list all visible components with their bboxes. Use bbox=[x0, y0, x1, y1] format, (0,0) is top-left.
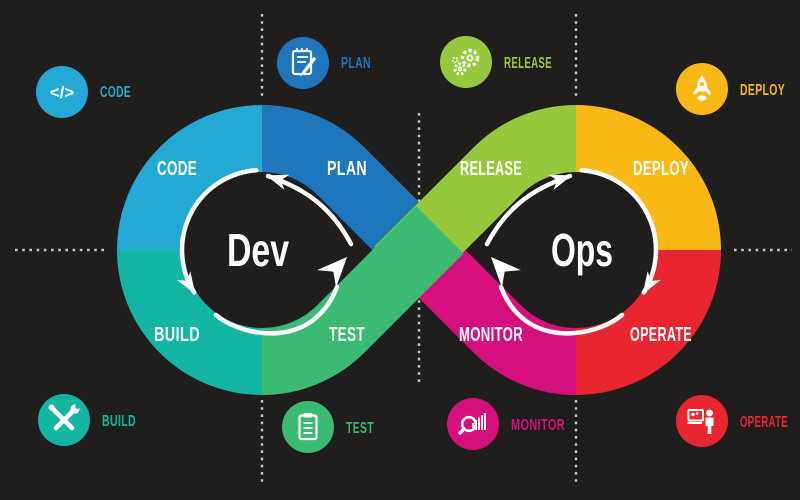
band-label-monitor: MONITOR bbox=[459, 324, 523, 346]
plan-icon-circle bbox=[277, 37, 329, 89]
ops-loop-title: Ops bbox=[551, 224, 613, 276]
dashed-guide-lines bbox=[15, 14, 792, 486]
legend-plan: PLAN bbox=[277, 37, 371, 89]
clipboard-checklist-icon bbox=[298, 413, 318, 441]
code-brackets-icon: </> bbox=[50, 83, 75, 102]
legend-deploy-label: DEPLOY bbox=[740, 82, 785, 99]
band-build bbox=[117, 250, 262, 395]
dev-inbound-arrow bbox=[265, 173, 354, 247]
person-dashboard-icon bbox=[687, 409, 714, 434]
code-icon-circle bbox=[36, 66, 88, 118]
legend-deploy: DEPLOY bbox=[676, 63, 785, 115]
legend-code: </> CODE bbox=[36, 66, 131, 118]
band-deploy bbox=[576, 105, 721, 250]
dev-left-arc-arrow bbox=[176, 167, 259, 295]
dev-loop-title: Dev bbox=[227, 224, 289, 276]
test-icon-circle bbox=[282, 401, 334, 453]
rocket-icon bbox=[693, 75, 711, 101]
dev-outbound-arc bbox=[213, 284, 340, 336]
legend-plan-label: PLAN bbox=[341, 55, 371, 72]
band-label-test: TEST bbox=[329, 324, 365, 346]
legend-build-label: BUILD bbox=[102, 413, 136, 430]
legend-monitor: MONITOR bbox=[447, 398, 565, 450]
legend-test-label: TEST bbox=[346, 420, 374, 437]
band-labels: CODE PLAN BUILD TEST RELEASE DEPLOY MONI… bbox=[154, 158, 692, 346]
band-label-operate: OPERATE bbox=[630, 324, 692, 346]
ops-inbound-arrow bbox=[484, 173, 573, 247]
legend-release: RELEASE bbox=[440, 36, 552, 88]
gears-icon bbox=[451, 48, 480, 76]
legend-release-label: RELEASE bbox=[504, 55, 552, 72]
band-operate bbox=[576, 250, 721, 395]
ops-right-arc-arrow bbox=[579, 167, 662, 295]
legend-test: TEST bbox=[282, 401, 374, 453]
band-label-build: BUILD bbox=[154, 324, 200, 346]
band-label-release: RELEASE bbox=[460, 158, 522, 180]
magnifier-chart-icon bbox=[458, 413, 486, 435]
ops-outbound-arrowhead bbox=[491, 257, 521, 288]
band-test bbox=[262, 206, 464, 395]
legend-monitor-label: MONITOR bbox=[511, 417, 565, 434]
release-icon-circle bbox=[440, 36, 492, 88]
legend-build: BUILD bbox=[38, 394, 136, 446]
band-code bbox=[117, 105, 262, 250]
dev-outbound-arrowhead bbox=[317, 257, 347, 288]
legend-code-label: CODE bbox=[100, 84, 131, 101]
band-label-plan: PLAN bbox=[327, 158, 367, 180]
infinity-loop bbox=[117, 105, 721, 395]
band-label-code: CODE bbox=[157, 158, 197, 180]
legend-operate: OPERATE bbox=[676, 395, 788, 447]
cycle-arrows bbox=[176, 167, 662, 336]
legend-operate-label: OPERATE bbox=[740, 414, 788, 431]
band-label-deploy: DEPLOY bbox=[633, 158, 689, 180]
crossed-tools-icon bbox=[48, 404, 80, 431]
notepad-pencil-icon bbox=[291, 48, 316, 76]
ops-outbound-arc bbox=[498, 284, 625, 336]
